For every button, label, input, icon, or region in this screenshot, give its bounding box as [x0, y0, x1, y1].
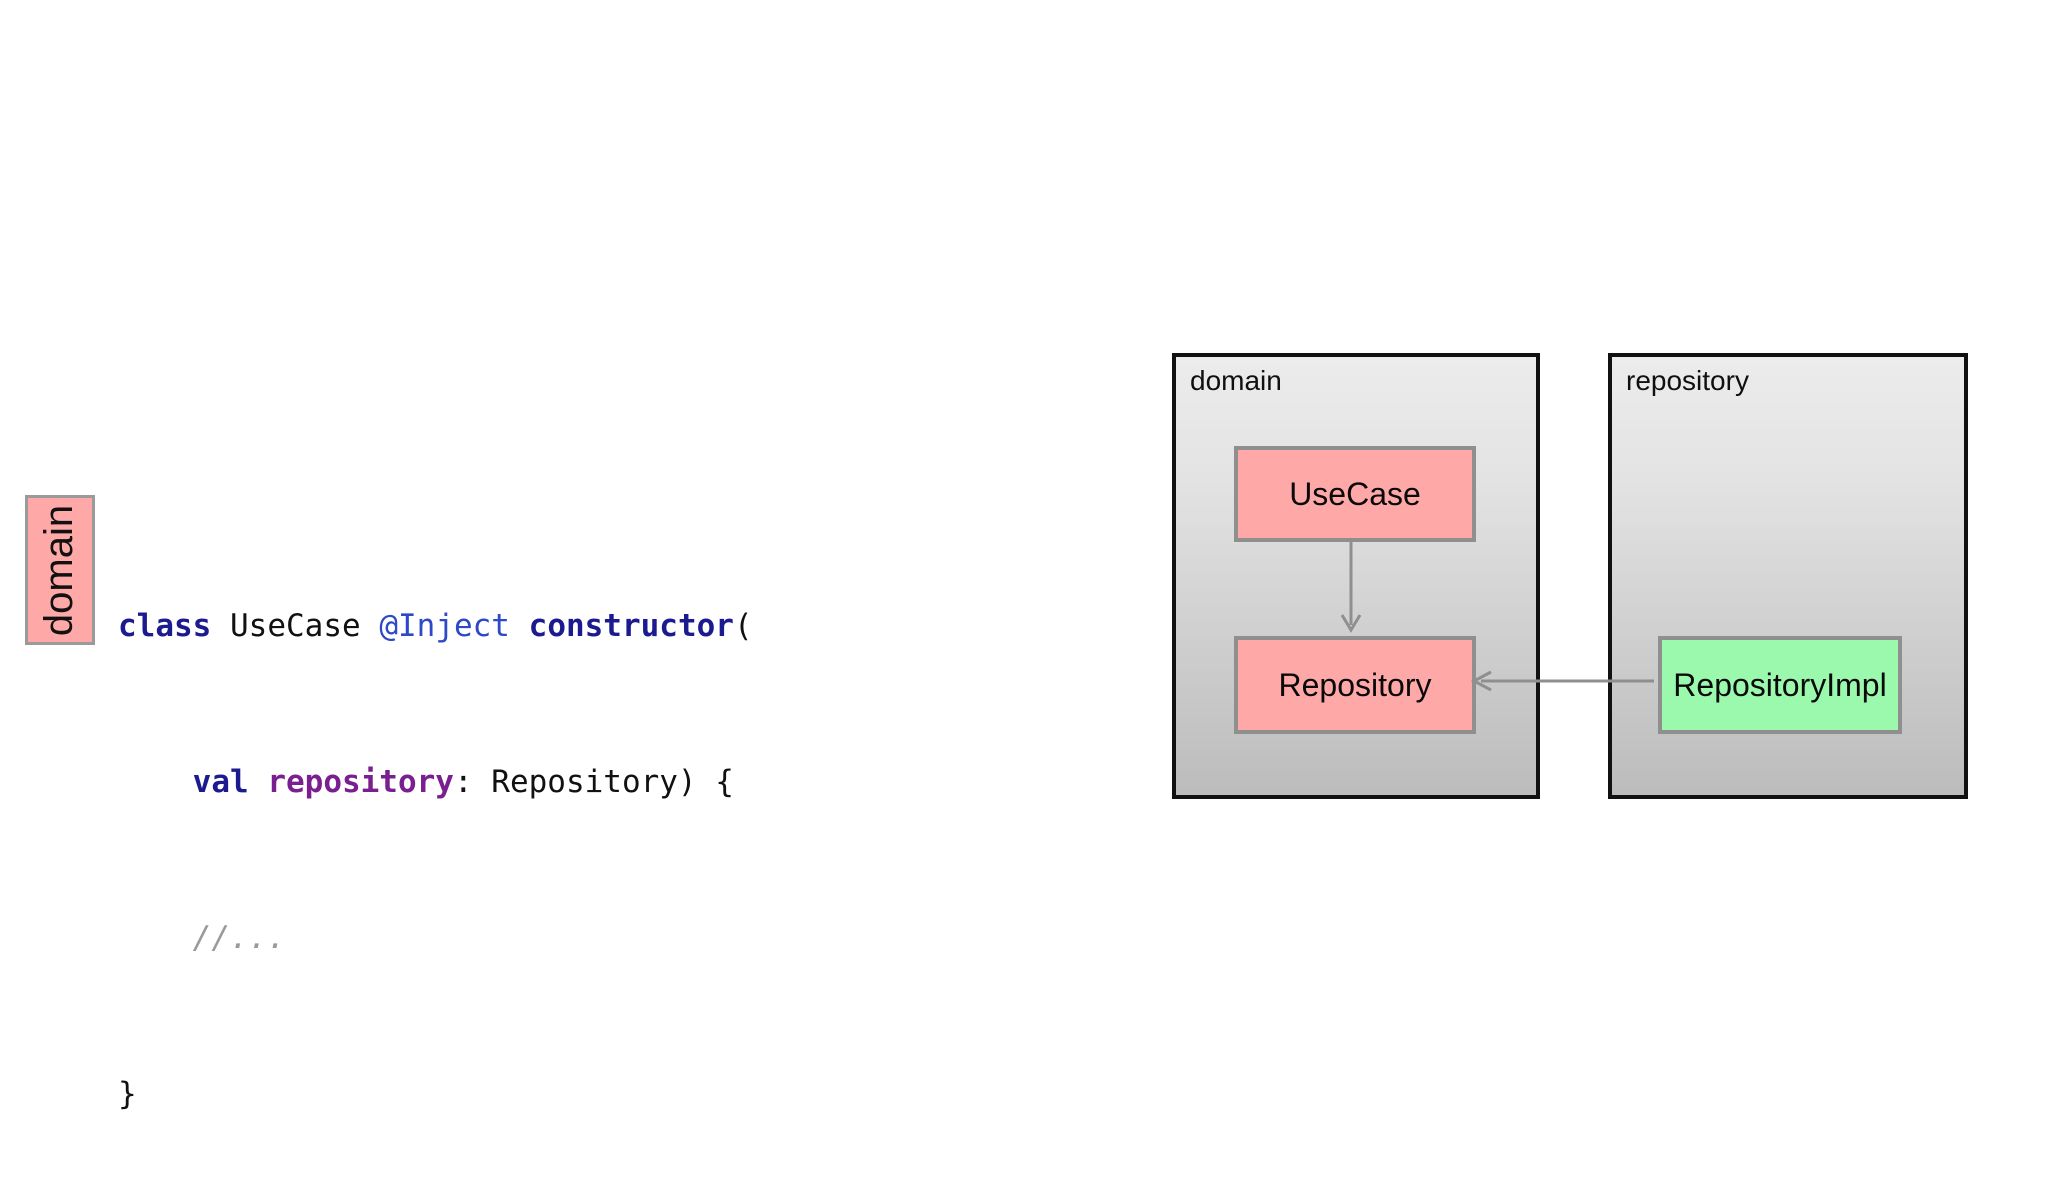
- code-token-repository-param: repository: [267, 764, 454, 800]
- package-domain: domain UseCase Repository: [1172, 353, 1540, 799]
- node-repository[interactable]: Repository: [1234, 636, 1476, 734]
- code-line-4: }: [118, 1075, 753, 1114]
- code-line-2: val repository: Repository) {: [118, 763, 753, 802]
- package-repository-label: repository: [1626, 365, 1749, 396]
- code-token-comment: //...: [192, 920, 286, 956]
- code-line-1: class UseCase @Inject constructor(: [118, 607, 753, 646]
- node-repository-label: Repository: [1278, 666, 1432, 703]
- code-token-close-brace: }: [118, 1076, 137, 1112]
- code-token-type-and-brace: : Repository) {: [453, 764, 734, 800]
- node-repositoryimpl[interactable]: RepositoryImpl: [1658, 636, 1902, 734]
- code-token-val: val: [192, 764, 249, 800]
- node-usecase[interactable]: UseCase: [1234, 446, 1476, 542]
- code-token-inject-annotation: @Inject: [379, 608, 510, 644]
- domain-package-badge-label: domain: [37, 504, 82, 636]
- kotlin-code-snippet: class UseCase @Inject constructor( val r…: [118, 490, 753, 1192]
- code-line-3: //...: [118, 919, 753, 958]
- node-usecase-label: UseCase: [1289, 475, 1421, 512]
- package-domain-label: domain: [1190, 365, 1282, 396]
- code-indent-2: [118, 764, 193, 800]
- code-token-open-paren: (: [733, 608, 753, 644]
- package-repository: repository RepositoryImpl: [1608, 353, 1968, 799]
- code-token-class: class: [118, 608, 212, 644]
- uml-package-diagram: domain UseCase Repository repository Rep…: [1172, 353, 1968, 799]
- code-indent-3: [118, 920, 193, 956]
- code-token-usecase: UseCase: [230, 608, 361, 644]
- domain-package-badge: domain: [25, 495, 95, 645]
- node-repositoryimpl-label: RepositoryImpl: [1673, 666, 1887, 703]
- code-token-constructor: constructor: [528, 608, 734, 644]
